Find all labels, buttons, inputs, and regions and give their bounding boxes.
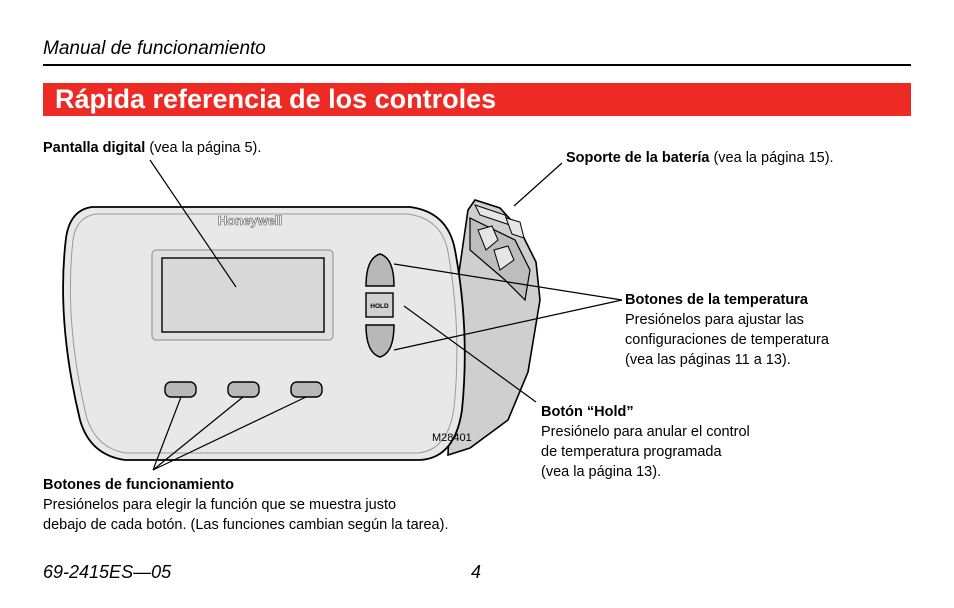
function-callout: Botones de funcionamiento Presiónelos pa…	[43, 475, 448, 535]
temperature-callout-line: (vea las páginas 11 a 13).	[625, 352, 791, 368]
temp-down-button[interactable]	[365, 324, 395, 358]
display-callout: Pantalla digital (vea la página 5).	[43, 138, 261, 158]
hold-button-label: HOLD	[370, 303, 389, 310]
leader-lines	[149, 159, 623, 471]
section-title-bar: Rápida referencia de los controles	[43, 83, 911, 116]
temperature-callout-title: Botones de la temperatura	[625, 292, 808, 308]
hold-button[interactable]: HOLD	[365, 292, 394, 318]
temperature-callout-line: configuraciones de temperatura	[625, 332, 829, 348]
figure-code: M28401	[432, 432, 472, 444]
battery-callout-ref: (vea la página 15).	[709, 150, 834, 166]
hold-callout-line: de temperatura programada	[541, 444, 722, 460]
function-button-3[interactable]	[290, 381, 323, 398]
battery-callout: Soporte de la batería (vea la página 15)…	[566, 148, 834, 168]
display-callout-title: Pantalla digital	[43, 140, 146, 156]
function-callout-line: debajo de cada botón. (Las funciones cam…	[43, 517, 449, 533]
doc-number: 69-2415ES—05	[43, 562, 172, 582]
hold-callout-line: (vea la página 13).	[541, 464, 662, 480]
function-button-2[interactable]	[227, 381, 260, 398]
temperature-callout-line: Presiónelos para ajustar las	[625, 312, 804, 328]
temp-up-button[interactable]	[365, 253, 395, 287]
manual-title: Manual de funcionamiento	[43, 38, 266, 59]
section-title: Rápida referencia de los controles	[55, 84, 497, 114]
digital-display	[151, 249, 334, 341]
temperature-callout: Botones de la temperatura Presiónelos pa…	[625, 290, 829, 370]
function-button-1[interactable]	[164, 381, 197, 398]
page-number: 4	[471, 562, 482, 582]
hold-callout: Botón “Hold” Presiónelo para anular el c…	[541, 402, 750, 482]
battery-callout-title: Soporte de la batería	[566, 150, 710, 166]
hold-callout-title: Botón “Hold”	[541, 404, 634, 420]
display-callout-ref: (vea la página 5).	[145, 140, 262, 156]
hold-callout-line: Presiónelo para anular el control	[541, 424, 750, 440]
function-callout-line: Presiónelos para elegir la función que s…	[43, 497, 397, 513]
header-rule	[43, 64, 911, 66]
brand-logo: Honeywell	[218, 213, 282, 228]
function-callout-title: Botones de funcionamiento	[43, 477, 234, 493]
